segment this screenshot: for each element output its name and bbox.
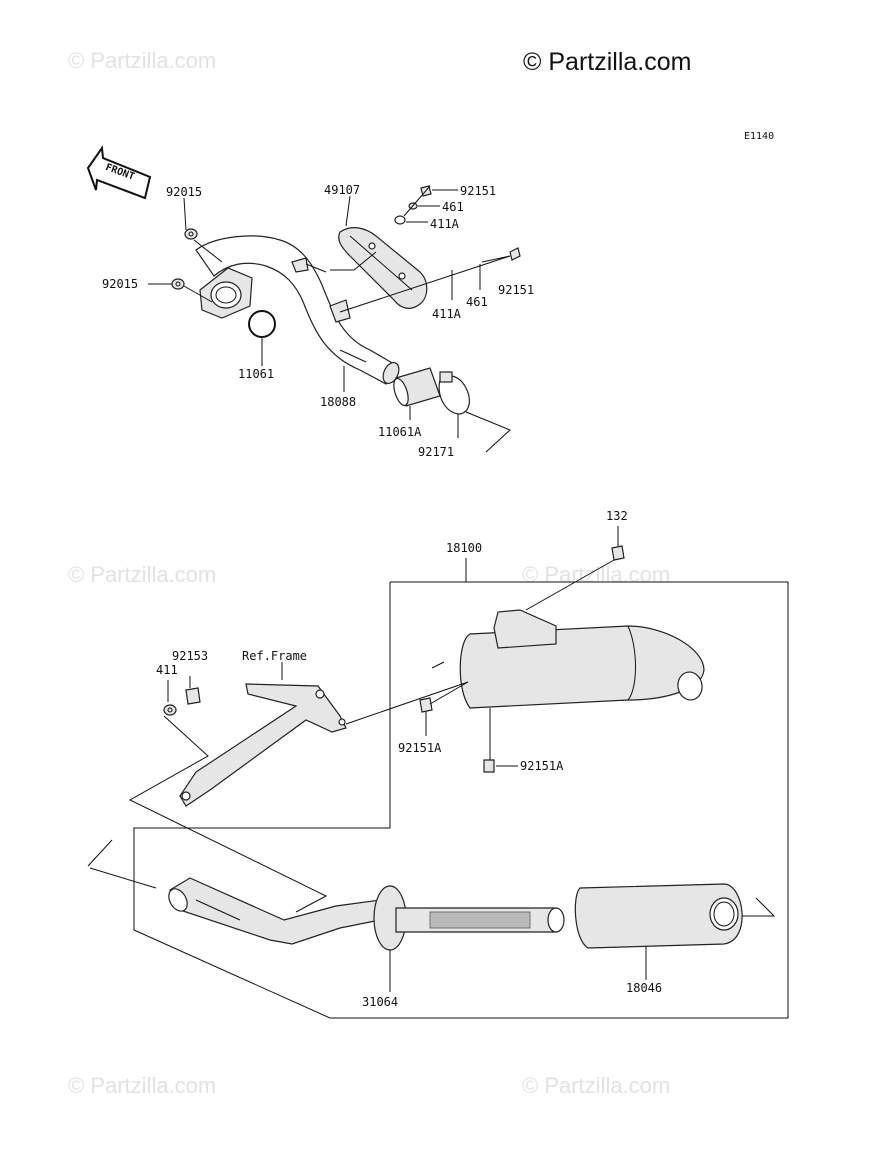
washer-411A-upper xyxy=(394,215,406,225)
bolt-132 xyxy=(525,526,625,611)
exhaust-flange xyxy=(199,267,253,319)
leader-muffler-mount xyxy=(431,661,445,669)
callout-132: 132 xyxy=(606,509,628,523)
clamp-92171 xyxy=(438,371,470,415)
callout-461: 461 xyxy=(466,295,488,309)
group-box-18100 xyxy=(133,581,789,1019)
callout-18046: 18046 xyxy=(626,981,662,995)
watermark: © Partzilla.com xyxy=(522,1073,671,1098)
callout-92015: 92015 xyxy=(166,185,202,199)
callout-92151A: 92151A xyxy=(398,741,442,755)
bolt-92153 xyxy=(185,687,201,705)
callout-411A: 411A xyxy=(430,217,460,231)
callout-92153: 92153 xyxy=(172,649,208,663)
callout-18100: 18100 xyxy=(446,541,482,555)
callout-92171: 92171 xyxy=(418,445,454,459)
diagram-id: E1140 xyxy=(744,131,775,142)
callout-92151A: 92151A xyxy=(520,759,564,773)
pipe-bracket xyxy=(291,257,309,273)
callout-461: 461 xyxy=(442,200,464,214)
watermark: © Partzilla.com xyxy=(68,48,217,73)
watermark: © Partzilla.com xyxy=(522,562,671,587)
callout-92151: 92151 xyxy=(498,283,534,297)
silencer-body-18046 xyxy=(574,883,776,980)
callout-92151: 92151 xyxy=(460,184,496,198)
bolt-92151A-bottom xyxy=(483,708,518,773)
upper-leader-lines xyxy=(148,185,511,453)
bolt-92151-right xyxy=(481,247,521,263)
watermark: © Partzilla.com xyxy=(68,562,217,587)
header-pipe-18088 xyxy=(195,235,400,385)
frame-bracket xyxy=(179,683,347,807)
brand-copyright: © Partzilla.com xyxy=(523,48,692,76)
washer-411 xyxy=(163,704,177,716)
bolt-92151A-left xyxy=(419,681,469,736)
muffler-18100 xyxy=(459,609,705,709)
pipe-bracket xyxy=(329,299,351,323)
inner-core-31064 xyxy=(373,885,565,992)
assembly-path xyxy=(128,715,328,913)
leader-muffler-mount xyxy=(345,681,469,725)
callout-ref-frame: Ref.Frame xyxy=(242,649,307,663)
gasket-11061 xyxy=(248,310,276,338)
callout-11061A: 11061A xyxy=(378,425,422,439)
callout-49107: 49107 xyxy=(324,183,360,197)
callout-18088: 18088 xyxy=(320,395,356,409)
callout-92015: 92015 xyxy=(102,277,138,291)
watermark: © Partzilla.com xyxy=(68,1073,217,1098)
callout-411A: 411A xyxy=(432,307,462,321)
nut-92015-upper xyxy=(184,228,198,240)
nut-92015-lower xyxy=(171,278,185,290)
front-arrow-icon: FRONT xyxy=(86,145,152,200)
sleeve-11061A xyxy=(393,367,441,407)
heat-guard-49107 xyxy=(338,227,428,309)
callout-411: 411 xyxy=(156,663,178,677)
assembly-path xyxy=(87,839,157,889)
callout-11061: 11061 xyxy=(238,367,274,381)
mid-pipe xyxy=(168,877,381,945)
callout-31064: 31064 xyxy=(362,995,398,1009)
